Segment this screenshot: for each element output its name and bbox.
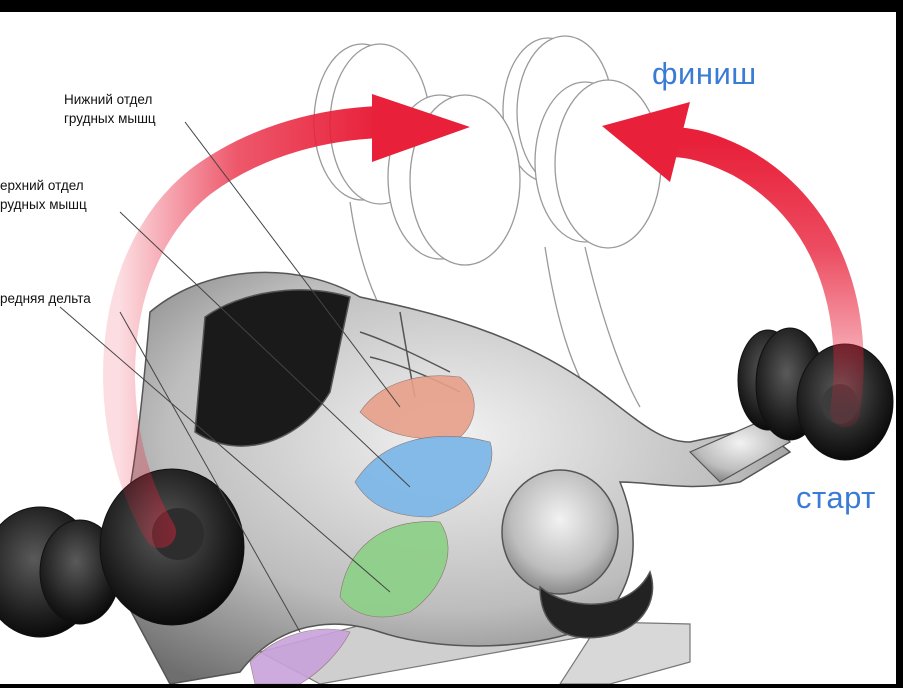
exercise-illustration: Нижний отдел грудных мышц ерхний отдел р… (0, 12, 896, 684)
left-dumbbell (0, 469, 244, 637)
upper-chest-label: ерхний отдел рудных мышц (0, 176, 87, 214)
finish-label: финиш (652, 56, 757, 92)
upper-chest-label-line1: ерхний отдел (0, 176, 87, 195)
front-delt-label: редняя дельта (0, 289, 91, 308)
lower-chest-label-line2: грудных мышц (64, 109, 156, 128)
front-delt-label-text: редняя дельта (0, 289, 91, 308)
lower-chest-label: Нижний отдел грудных мышц (64, 90, 156, 128)
lower-chest-label-line1: Нижний отдел (64, 90, 156, 109)
upper-chest-label-line2: рудных мышц (0, 195, 87, 214)
start-label: старт (796, 480, 876, 516)
